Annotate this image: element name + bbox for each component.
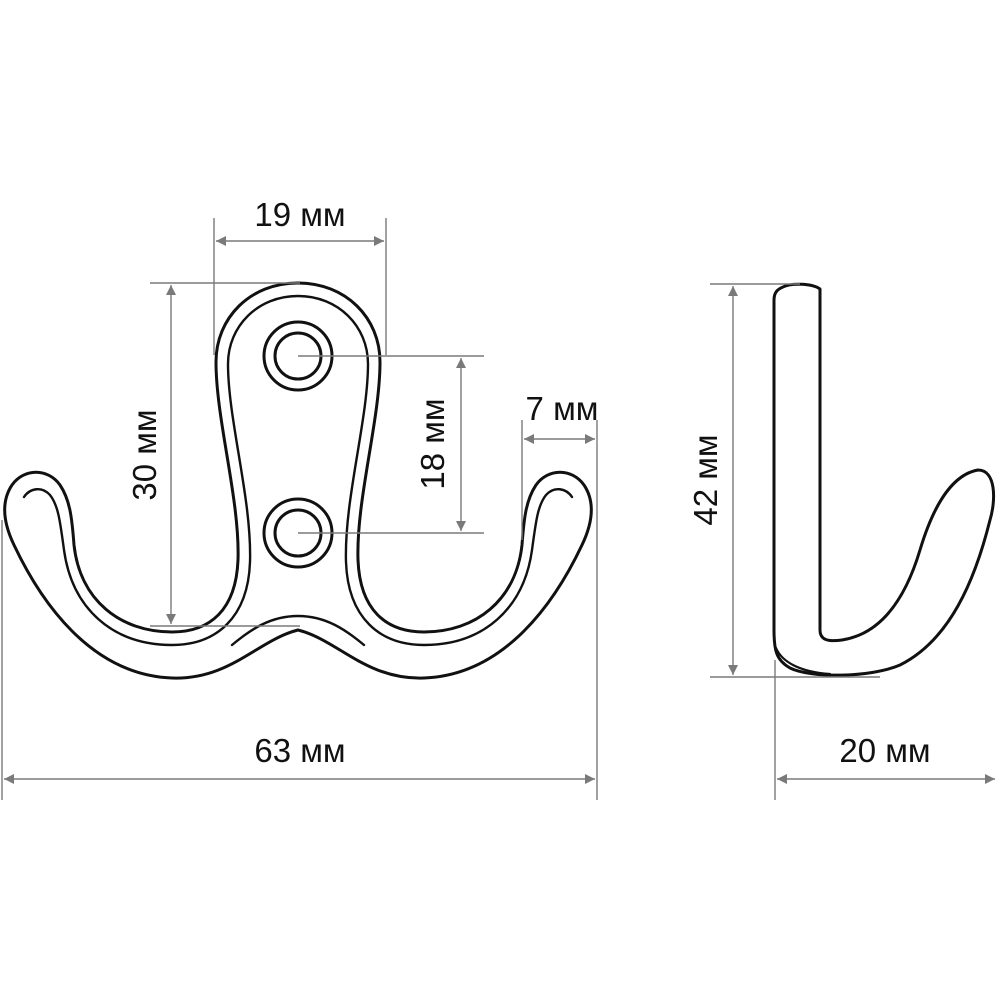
dim-mount-width-label: 19 мм (254, 196, 345, 233)
dim-total-height-label: 30 мм (126, 409, 163, 500)
dim-total-height: 30 мм (126, 282, 300, 627)
dim-mount-width: 19 мм (213, 196, 387, 355)
dim-hook-tip-label: 7 мм (526, 390, 599, 427)
dim-hole-spacing-label: 18 мм (414, 398, 451, 489)
side-view (772, 282, 996, 677)
dim-side-depth-label: 20 мм (839, 732, 930, 769)
dim-hook-tip: 7 мм (521, 390, 599, 800)
front-outline (3, 281, 593, 680)
front-inner-edge (22, 294, 574, 647)
side-outline (772, 282, 996, 677)
dim-side-height: 42 мм (687, 283, 880, 678)
side-inner-edge (774, 646, 832, 676)
dim-total-width: 63 мм (1, 520, 595, 800)
dim-hole-spacing: 18 мм (298, 355, 484, 534)
dim-side-depth: 20 мм (774, 660, 995, 800)
front-view (3, 281, 593, 680)
dim-total-width-label: 63 мм (254, 732, 345, 769)
dim-side-height-label: 42 мм (687, 434, 724, 525)
